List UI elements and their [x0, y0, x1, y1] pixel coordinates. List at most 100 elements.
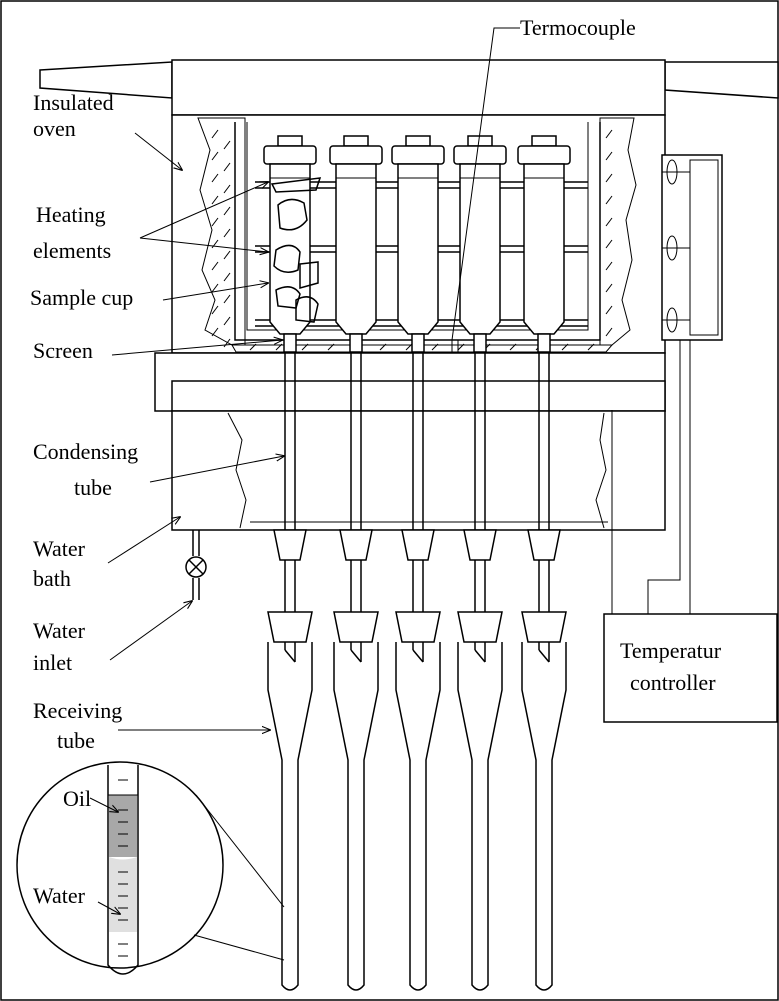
label-sample-cup: Sample cup [30, 285, 133, 310]
hatch-mark [211, 129, 219, 139]
hatch-mark [457, 343, 465, 351]
hatch-mark [605, 305, 613, 315]
hatch-mark [223, 272, 231, 282]
label-heating-elements-1: Heating [36, 202, 106, 227]
hatch-mark [223, 294, 231, 304]
sample-cup [453, 135, 507, 353]
connector-knobs [662, 159, 690, 333]
water-inlet-valve [185, 530, 207, 600]
cup-cap [263, 145, 317, 165]
label-screen: Screen [33, 338, 93, 363]
sample-cup [329, 135, 383, 353]
condensing-tube-tip [284, 649, 296, 663]
cup-cap [391, 145, 445, 165]
sample-rocks [270, 177, 322, 323]
hatch-mark [211, 327, 219, 337]
cup-cap-knob [277, 135, 303, 147]
label-receiving-tube-1: Receiving [33, 698, 122, 723]
cup-cap-knob [343, 135, 369, 147]
cup-cap [329, 145, 383, 165]
oven-lid [171, 59, 666, 116]
hatch-mark [605, 151, 613, 161]
bath-insulation-left [227, 412, 247, 529]
receiving-tube [333, 642, 379, 991]
condensing-tube-tip [538, 649, 550, 663]
cup-cap [517, 145, 571, 165]
bath-stopper [527, 529, 561, 561]
bath-stopper [401, 529, 435, 561]
receiving-tube [395, 642, 441, 991]
condensing-tube-tip [474, 649, 486, 663]
water-bath [171, 410, 666, 531]
hatch-mark [301, 343, 309, 351]
cup-body [397, 163, 439, 335]
hatch-mark [587, 343, 595, 351]
cup-cap-knob [467, 135, 493, 147]
tube-assembly [395, 352, 441, 991]
label-water-inlet-1: Water [33, 618, 86, 643]
hatch-mark [605, 173, 613, 183]
hatch-mark [223, 206, 231, 216]
cup-body [459, 163, 501, 335]
hatch-mark [605, 195, 613, 205]
label-water-bath-1: Water [33, 536, 86, 561]
condensing-tube-tip [412, 649, 424, 663]
hatch-mark [605, 129, 613, 139]
insulation-left [197, 117, 246, 346]
hatch-mark [405, 343, 413, 351]
label-condensing-tube-2: tube [74, 475, 112, 500]
condensing-tube [474, 352, 486, 662]
hatch-mark [223, 162, 231, 172]
cup-outlet [537, 333, 551, 353]
hatch-mark [211, 261, 219, 271]
hatch-mark [379, 343, 387, 351]
condensing-tube-tip [350, 649, 362, 663]
label-insulated-oven-1: Insulated [33, 90, 114, 115]
right-handle [664, 61, 779, 99]
cup-outlet [473, 333, 487, 353]
hatch-mark [249, 343, 257, 351]
label-water-inlet-2: inlet [33, 650, 72, 675]
hatch-mark [223, 250, 231, 260]
condensing-tube [412, 352, 424, 662]
hatch-mark [327, 343, 335, 351]
condensing-tube [538, 352, 550, 662]
cup-cap-knob [531, 135, 557, 147]
hatch-mark [223, 140, 231, 150]
label-temperature-controller-2: controller [630, 670, 716, 695]
sample-cup [517, 135, 571, 353]
hatch-mark [561, 343, 569, 351]
receiver-stopper [267, 611, 313, 643]
cup-outlet [283, 333, 297, 353]
hatch-mark [211, 217, 219, 227]
hatch-mark [223, 338, 231, 348]
cup-body [335, 163, 377, 335]
oven-to-bath-plate [171, 380, 666, 412]
receiving-tube [521, 642, 567, 991]
hatch-mark [605, 327, 613, 337]
hatch-mark [605, 239, 613, 249]
label-condensing-tube-1: Condensing [33, 439, 138, 464]
hatch-mark [223, 228, 231, 238]
condensing-tube [284, 352, 296, 662]
hatch-mark [211, 305, 219, 315]
hatch-mark [211, 239, 219, 249]
temperature-controller [603, 613, 778, 723]
receiver-stopper [521, 611, 567, 643]
bath-stopper [273, 529, 307, 561]
bath-insulation-right [595, 412, 607, 529]
hatch-mark [275, 343, 283, 351]
receiver-stopper [457, 611, 503, 643]
receiving-tube [267, 642, 313, 991]
label-insulated-oven-2: oven [33, 116, 76, 141]
label-water-bath-2: bath [33, 566, 71, 591]
hatch-mark [223, 184, 231, 194]
tube-assembly [521, 352, 567, 991]
label-termocouple: Termocouple [520, 15, 636, 40]
oil-layer [109, 795, 137, 857]
sample-cups [263, 135, 571, 353]
hatch-mark [605, 261, 613, 271]
water-layer [109, 857, 137, 932]
